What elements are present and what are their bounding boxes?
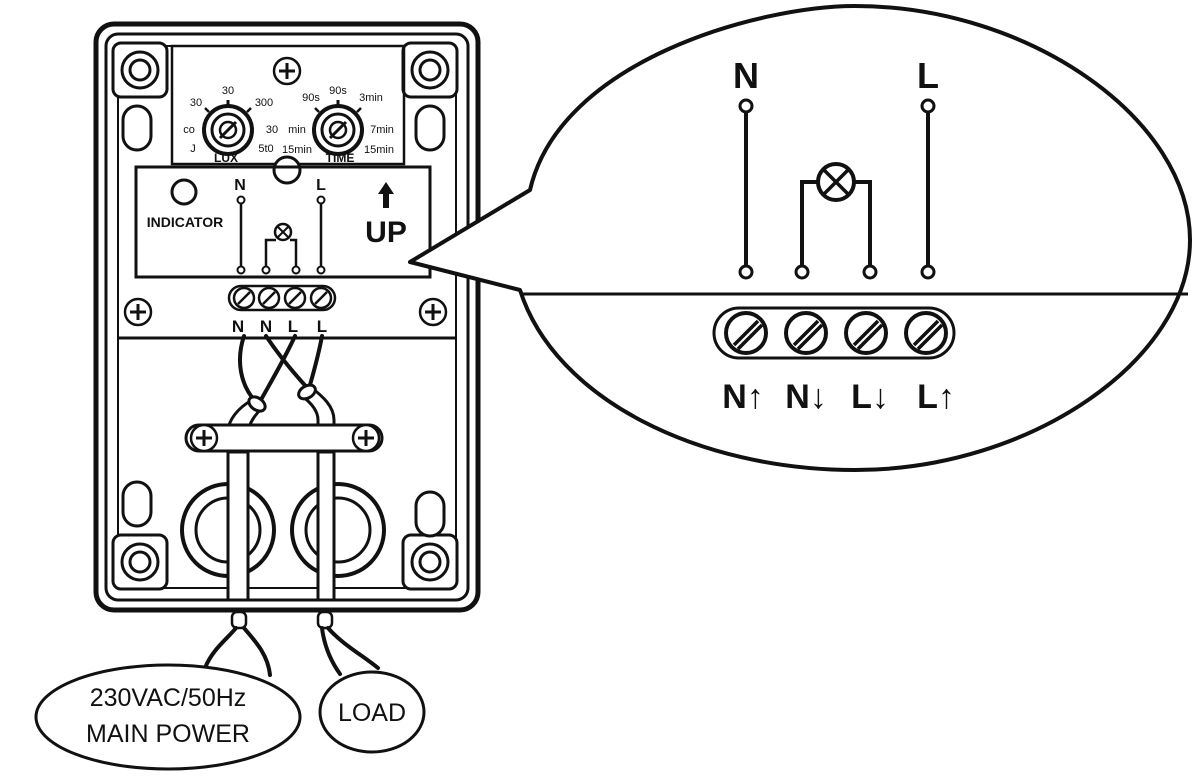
device-housing <box>93 21 481 613</box>
device-terminal-block <box>227 284 337 312</box>
time-dial[interactable] <box>312 100 364 156</box>
screw-icon <box>418 297 448 327</box>
main-power-callout: 230VAC/50Hz MAIN POWER <box>34 663 302 771</box>
zoom-terminal-label: N↑ <box>722 378 764 416</box>
indicator-label: INDICATOR <box>147 214 223 230</box>
cable-clamp <box>184 423 384 453</box>
time-scale-min: min <box>288 124 306 136</box>
wiring-label-panel <box>134 165 432 279</box>
time-scale-90s-left: 90s <box>302 92 320 104</box>
terminal-screw-icon <box>257 286 281 310</box>
zoom-schematic <box>738 98 936 266</box>
terminal-screw-icon <box>844 311 888 355</box>
panel-mini-schematic <box>236 195 326 275</box>
terminal-screw-icon <box>283 286 307 310</box>
panel-line-n: N <box>234 177 246 194</box>
load-callout: LOAD <box>318 670 426 754</box>
terminal-screw-icon <box>724 311 768 355</box>
time-scale-3min: 3min <box>359 92 383 104</box>
zoom-terminal-labels: N↑ N↓ L↓ L↑ <box>722 378 955 416</box>
mounting-post-top-right <box>401 41 459 152</box>
cable-gland-right <box>290 482 386 578</box>
main-power-label: MAIN POWER <box>86 720 250 748</box>
light-sensor-window <box>272 155 302 185</box>
time-scale-7min: 7min <box>370 124 394 136</box>
mounting-post-bottom-left <box>111 480 169 591</box>
terminal-label: N <box>232 317 244 336</box>
lux-scale-30-right: 30 <box>266 124 278 136</box>
time-scale-15min-left: 15min <box>282 144 312 156</box>
time-scale-15min-right: 15min <box>364 144 394 156</box>
external-cables <box>203 610 380 677</box>
indicator-led <box>170 178 198 206</box>
lux-scale-5t0: 5t0 <box>258 143 273 155</box>
lux-dial[interactable] <box>202 100 254 156</box>
zoom-line-l: L <box>917 55 939 96</box>
main-power-voltage: 230VAC/50Hz <box>90 684 247 712</box>
terminal-label: L <box>288 317 298 336</box>
zoom-terminal-block <box>712 306 956 360</box>
terminal-screw-icon <box>904 311 948 355</box>
lux-scale-j: J <box>190 143 196 155</box>
mounting-post-top-left <box>111 41 169 152</box>
lux-scale-30-top: 30 <box>222 85 234 97</box>
screw-icon <box>272 56 302 86</box>
terminal-label: N <box>260 317 272 336</box>
zoom-terminal-label: L↑ <box>917 378 955 416</box>
lux-scale-300: 300 <box>255 97 273 109</box>
panel-line-l: L <box>316 177 326 194</box>
terminal-screw-icon <box>309 286 333 310</box>
zoom-line-n: N <box>733 55 759 96</box>
terminal-label: L <box>317 317 327 336</box>
time-label: TIME <box>326 151 355 165</box>
lux-label: LUX <box>214 151 238 165</box>
screw-icon <box>123 297 153 327</box>
zoom-terminal-label: N↓ <box>785 378 827 416</box>
lux-scale-30-left: 30 <box>190 97 202 109</box>
mounting-post-bottom-right <box>401 490 459 591</box>
terminal-screw-icon <box>784 311 828 355</box>
lamp-icon <box>816 162 856 202</box>
load-label: LOAD <box>338 699 406 727</box>
terminal-screw-icon <box>232 286 256 310</box>
up-label: UP <box>365 216 407 249</box>
up-arrow-icon <box>378 182 394 208</box>
time-scale-90s-right: 90s <box>329 85 347 97</box>
zoom-terminal-label: L↓ <box>851 378 889 416</box>
lux-scale-co: co <box>183 124 195 136</box>
zoom-terminal-dots <box>738 264 936 280</box>
